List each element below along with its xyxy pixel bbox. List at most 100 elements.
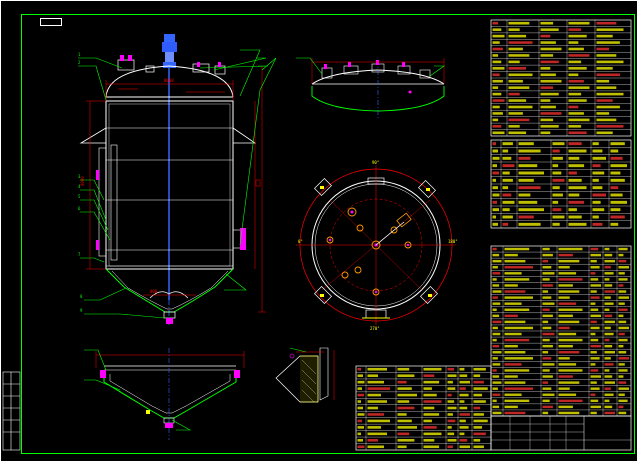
table-cell-text xyxy=(618,272,625,275)
table-cell-text xyxy=(604,338,610,342)
table-cell-text xyxy=(618,314,624,318)
table-cell-text xyxy=(568,171,577,175)
table-cell-text xyxy=(492,164,497,168)
svg-text:0°: 0° xyxy=(298,239,303,244)
table-cell-text xyxy=(590,247,599,251)
table-cell-text xyxy=(568,142,582,146)
table-cell-text xyxy=(518,149,541,153)
table-cell-text xyxy=(504,314,518,318)
table-cell-text xyxy=(552,186,560,190)
table-cell-text xyxy=(504,320,526,324)
table-cell-text xyxy=(604,363,614,366)
table-cell-text xyxy=(618,381,627,384)
table-cell-text xyxy=(568,156,580,160)
table-cell-text xyxy=(357,367,361,371)
cone-bottom-section-view xyxy=(84,348,245,440)
table-cell-text xyxy=(590,399,599,403)
table-cell-text xyxy=(357,445,365,449)
table-cell-text xyxy=(508,105,533,109)
svg-text:3: 3 xyxy=(78,174,81,179)
table-cell-text xyxy=(542,314,553,318)
table-cell-text xyxy=(558,266,570,269)
table-cell-text xyxy=(459,426,469,429)
table-cell-text xyxy=(596,86,617,89)
table-cell-text xyxy=(552,215,565,219)
table-cell-text xyxy=(357,439,363,442)
table-cell-text xyxy=(542,326,552,330)
table-cell-text xyxy=(423,406,435,410)
table-cell-text xyxy=(518,200,538,204)
table-cell-text xyxy=(618,393,625,396)
plan-view: 0°180° 90°270° xyxy=(296,160,458,331)
table-cell-text xyxy=(357,419,362,423)
impeller xyxy=(149,291,189,299)
table-cell-text xyxy=(558,284,573,287)
table-cell-text xyxy=(508,67,527,70)
table-cell-text xyxy=(618,296,629,299)
table-cell-text xyxy=(604,405,613,409)
table-cell-text xyxy=(367,439,378,442)
table-cell-text xyxy=(508,79,523,83)
table-cell-text xyxy=(459,419,466,423)
table-cell-text xyxy=(542,363,555,366)
table-cell-text xyxy=(604,278,610,281)
table-cell-text xyxy=(610,186,619,190)
table-cell-text xyxy=(552,156,563,160)
table-cell-text xyxy=(542,253,553,257)
table-cell-text xyxy=(459,439,468,442)
table-cell-text xyxy=(397,413,407,416)
table-cell-text xyxy=(558,381,580,384)
table-cell-text xyxy=(492,125,502,128)
table-cell-text xyxy=(590,302,596,305)
table-cell-text xyxy=(367,400,387,403)
table-cell-text xyxy=(492,326,498,330)
table-cell-text xyxy=(492,118,499,122)
table-cell-text xyxy=(473,432,486,436)
table-cell-text xyxy=(542,272,555,275)
table-cell-text xyxy=(618,363,625,366)
support-lug-left xyxy=(79,127,107,144)
table-cell-text xyxy=(504,338,530,342)
table-cell-text xyxy=(492,67,505,70)
table-cell-text xyxy=(552,208,562,212)
table-cell-text xyxy=(558,357,570,360)
table-cell-text xyxy=(423,380,440,384)
table-cell-text xyxy=(552,142,565,146)
table-cell-text xyxy=(508,112,523,115)
table-cell-text xyxy=(459,445,470,449)
table-cell-text xyxy=(610,156,623,160)
table-cell-text xyxy=(558,314,573,318)
table-cell-text xyxy=(492,259,502,263)
table-cell-text xyxy=(596,105,620,109)
table-cell-text xyxy=(558,344,573,348)
table-cell-text xyxy=(592,164,601,168)
table-cell-text xyxy=(397,393,417,397)
table-cell-text xyxy=(552,200,559,204)
table-cell-text xyxy=(473,400,486,403)
table-cell-text xyxy=(504,369,530,372)
table-cell-text xyxy=(459,432,465,436)
front-dimensions xyxy=(86,66,266,313)
table-cell-text xyxy=(610,164,627,168)
table-cell-text xyxy=(558,405,573,409)
table-cell-text xyxy=(590,332,596,336)
table-cell-text xyxy=(423,393,437,397)
table-cell-text xyxy=(590,344,601,348)
table-cell-text xyxy=(423,445,440,449)
table-cell-text xyxy=(473,413,484,416)
table-cell-text xyxy=(397,439,415,442)
table-cell-text xyxy=(508,28,520,31)
table-cell-text xyxy=(397,380,407,384)
table-cell-text xyxy=(492,290,502,293)
table-cell-text xyxy=(502,186,509,190)
table-cell-text xyxy=(542,405,553,409)
table-cell-text xyxy=(590,363,596,366)
table-cell-text xyxy=(542,393,555,396)
table-cell-text xyxy=(568,47,584,51)
table-cell-text xyxy=(473,393,483,397)
table-cell-text xyxy=(459,406,468,410)
table-cell-text xyxy=(558,332,577,336)
table-cell-text xyxy=(618,247,628,251)
table-cell-text xyxy=(492,142,496,146)
table-cell-text xyxy=(592,208,605,212)
